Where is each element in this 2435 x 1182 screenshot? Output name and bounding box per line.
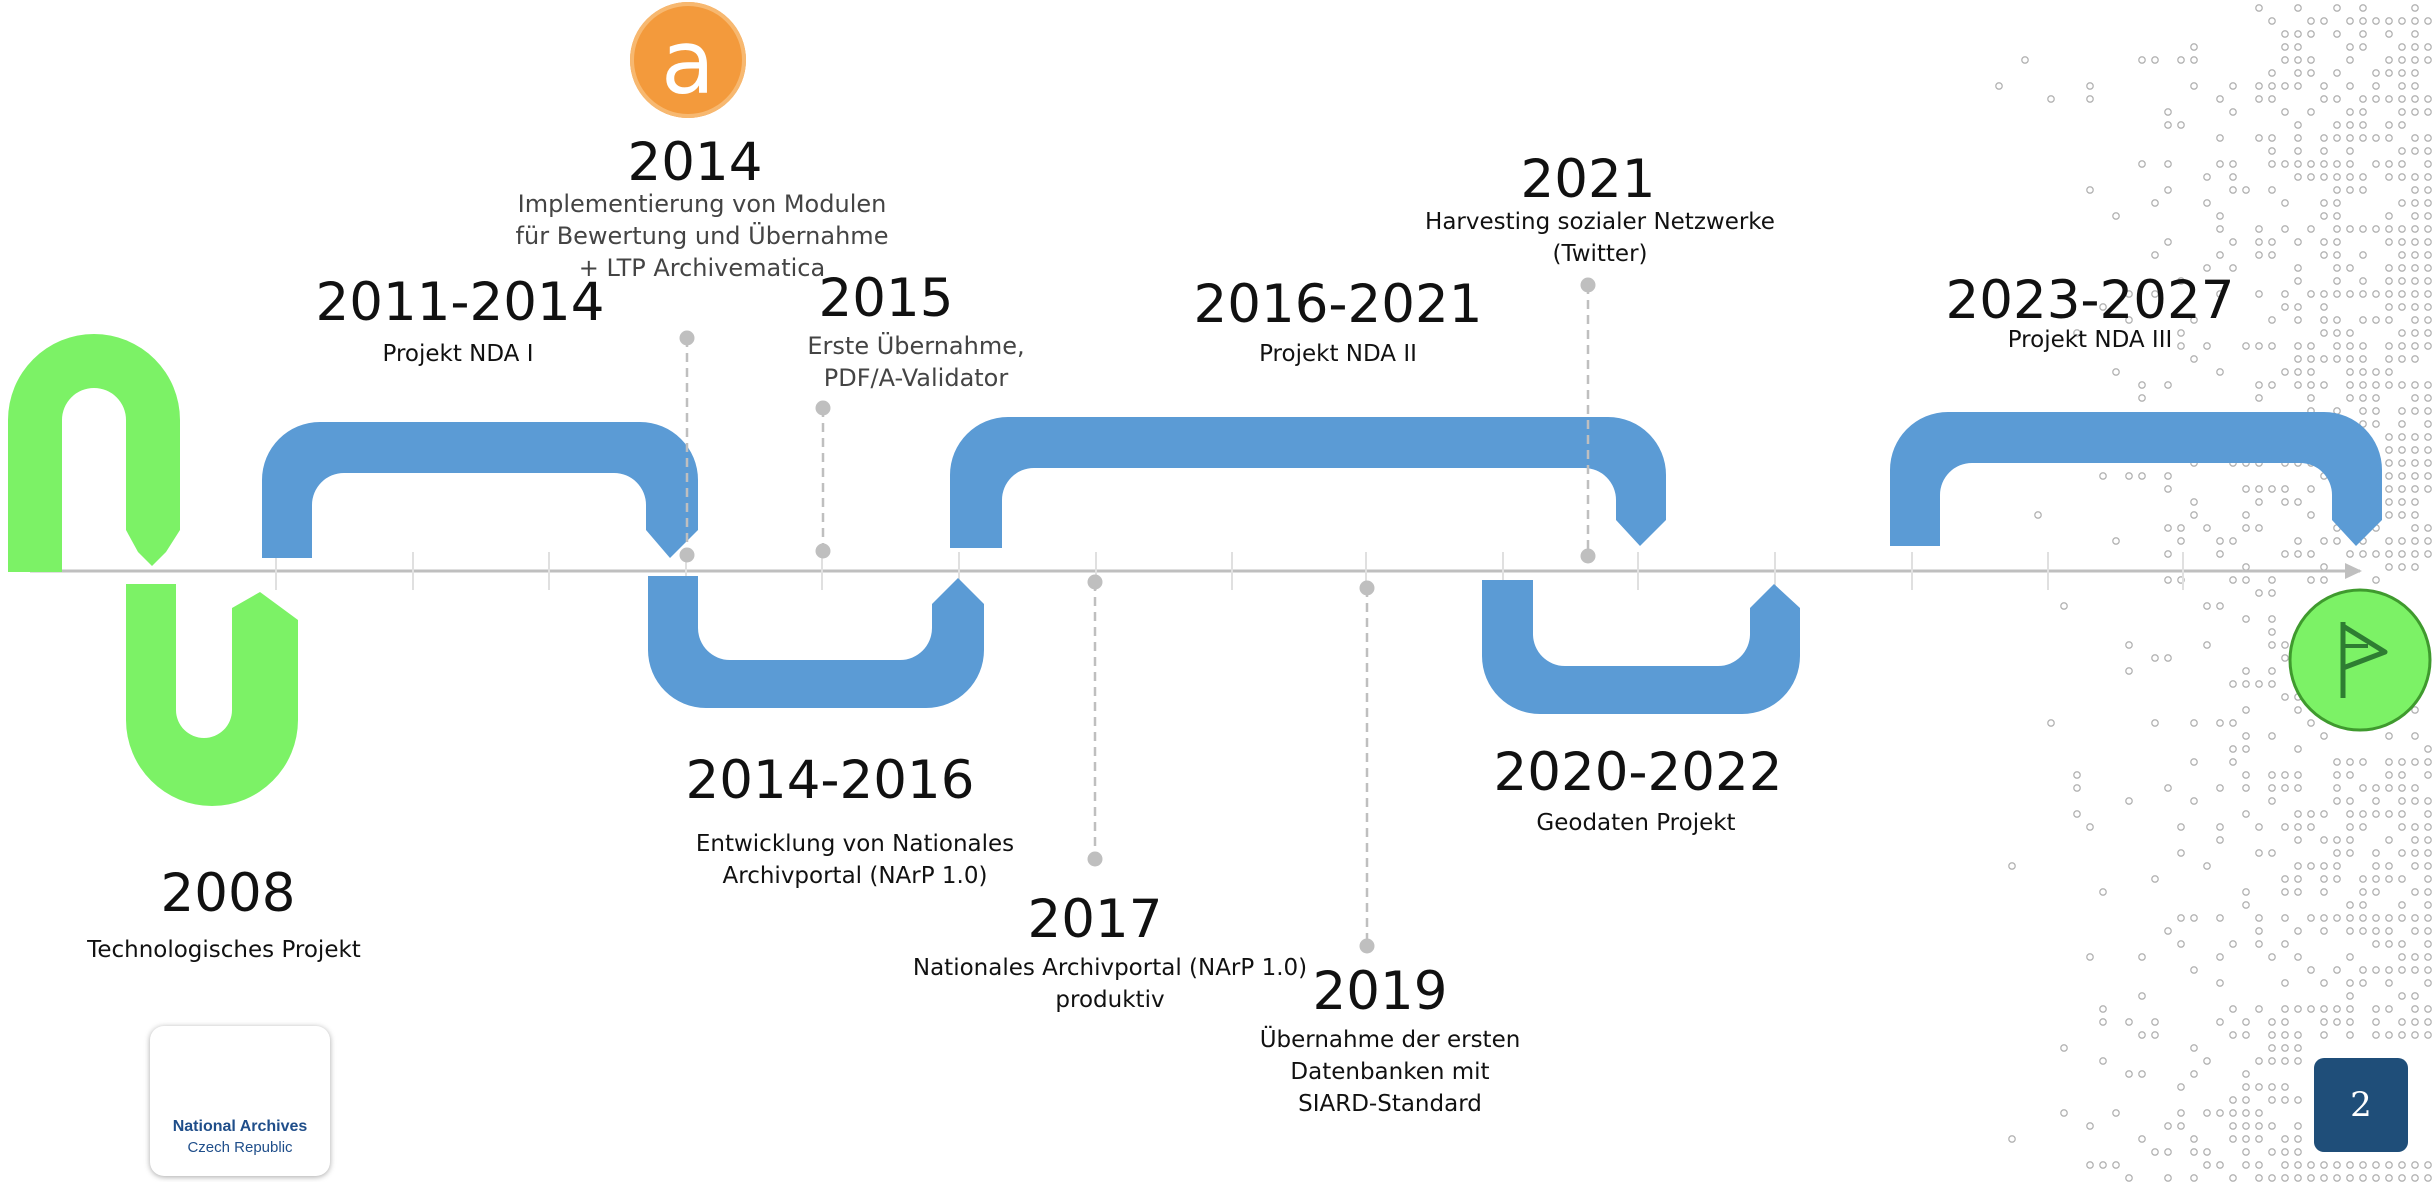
logo-subtitle: Czech Republic: [187, 1139, 293, 1156]
milestone-2023-2027-desc: Projekt NDA III: [2007, 327, 2173, 353]
leader-2017: [1087, 574, 1103, 867]
milestone-2017-year: 2017: [1027, 889, 1163, 950]
milestone-2020-2022-desc: Geodaten Projekt: [1536, 810, 1736, 836]
milestone-2014-2016-desc: Entwicklung von Nationales Archivportal …: [695, 831, 1015, 889]
axis-arrowhead: [2345, 563, 2362, 579]
logo-name: National Archives: [172, 1118, 308, 1135]
milestone-2019-year: 2019: [1312, 961, 1448, 1022]
band-2020-2022: [1482, 580, 1800, 714]
leader-2014: [679, 330, 695, 563]
band-2008-lower: [126, 584, 298, 806]
milestone-2017-desc: Nationales Archivportal (NArP 1.0) produ…: [912, 955, 1308, 1013]
leader-2015: [815, 400, 831, 559]
band-2011-2014: [262, 422, 698, 558]
milestone-2014-year: 2014: [627, 132, 763, 193]
band-2014-2016: [648, 576, 984, 708]
leader-2021: [1580, 277, 1596, 564]
milestone-2014-desc: Implementierung von Modulen für Bewertun…: [515, 190, 889, 282]
timeline-bands: [8, 334, 2382, 806]
milestone-2014-2016-year: 2014-2016: [685, 750, 975, 811]
timeline-axis: [30, 552, 2362, 590]
milestone-2021-year: 2021: [1520, 149, 1656, 210]
milestone-2008-desc: Technologisches Projekt: [87, 937, 361, 963]
leader-2019: [1359, 580, 1375, 954]
milestone-2011-2014-year: 2011-2014: [315, 272, 605, 333]
milestone-2016-2021-year: 2016-2021: [1193, 274, 1483, 335]
milestone-2011-2014-desc: Projekt NDA I: [382, 341, 534, 367]
milestone-2016-2021-desc: Projekt NDA II: [1259, 341, 1417, 367]
page-number: 2: [2314, 1058, 2408, 1152]
archivematica-letter: a: [661, 11, 715, 114]
milestone-2008-year: 2008: [160, 863, 296, 924]
milestone-2020-2022-year: 2020-2022: [1493, 742, 1783, 803]
national-archives-logo-icon: National Archives Czech Republic: [150, 1026, 330, 1176]
flag-icon: [2288, 588, 2432, 732]
band-2023-2027: [1890, 412, 2382, 546]
dot-pattern-decoration: [1995, 4, 2432, 1182]
milestone-2015-year: 2015: [818, 268, 954, 329]
band-2008-upper: [8, 334, 180, 572]
milestone-2021-desc: Harvesting sozialer Netzwerke (Twitter): [1425, 209, 1775, 267]
band-2016-2021: [950, 417, 1666, 548]
milestone-2023-2027-year: 2023-2027: [1945, 270, 2235, 331]
archivematica-logo-icon: a: [630, 2, 746, 118]
milestone-2019-desc: Übernahme der ersten Datenbanken mit SIA…: [1259, 1027, 1521, 1117]
milestone-2015-desc: Erste Übernahme, PDF/A-Validator: [807, 332, 1025, 392]
leader-lines: [679, 277, 1596, 954]
